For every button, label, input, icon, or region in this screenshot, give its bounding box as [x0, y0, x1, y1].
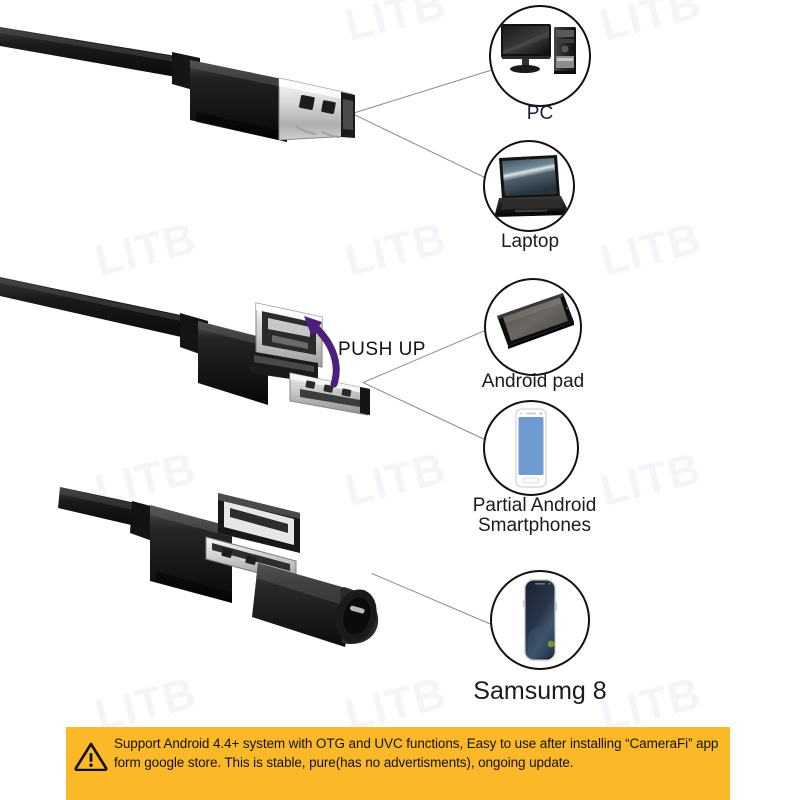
smartphone-white-icon [515, 408, 547, 488]
device-label-android-pad: Android pad [481, 371, 585, 392]
push-up-label: PUSH UP [338, 339, 426, 360]
laptop-icon [495, 155, 569, 217]
tablet-icon [497, 293, 574, 349]
warning-triangle-icon [74, 742, 108, 771]
desktop-computer-icon [501, 24, 576, 74]
device-label-android-phone: Partial Android Smartphones [472, 495, 597, 536]
device-circle-android-pad[interactable] [484, 278, 582, 376]
usb-c-male-connector [0, 475, 420, 675]
device-circle-samsung[interactable] [490, 570, 590, 670]
usb-a-male-connector [0, 0, 400, 190]
compatibility-note-box: Support Android 4.4+ system with OTG and… [66, 727, 730, 800]
device-label-laptop: Laptop [500, 231, 560, 252]
device-label-pc: PC [526, 103, 554, 124]
device-circle-laptop[interactable] [483, 140, 575, 232]
watermark-litb: LITB [595, 213, 707, 286]
compatibility-note-text: Support Android 4.4+ system with OTG and… [114, 736, 719, 770]
watermark-litb: LITB [595, 0, 707, 51]
device-circle-pc[interactable] [489, 5, 591, 107]
device-label-samsung: Samsumg 8 [473, 677, 607, 705]
push-up-curved-arrow-icon [300, 310, 360, 390]
samsung-galaxy-phone-icon [522, 579, 558, 661]
device-circle-android-phone[interactable] [483, 400, 579, 496]
